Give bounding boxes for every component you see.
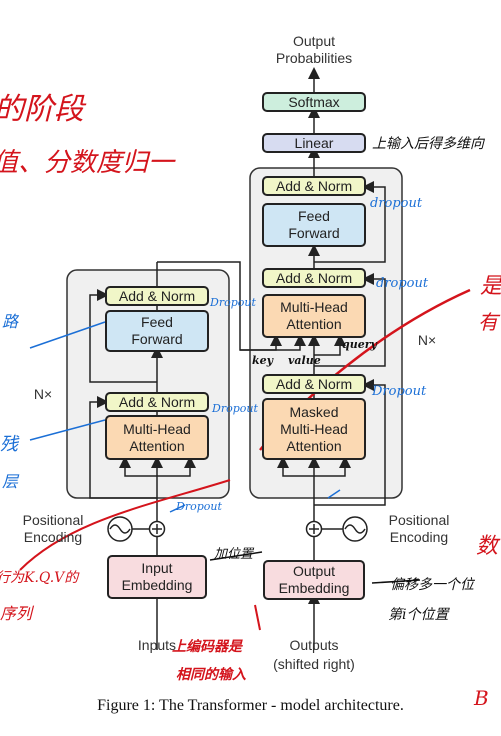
inputs-label: Inputs	[137, 637, 177, 653]
output-probabilities-label: Output Probabilities	[275, 33, 353, 66]
annotation-blue-dropout-4: Dropout	[210, 296, 256, 309]
decoder-add-norm-1: Add & Norm	[262, 374, 366, 394]
annotation-blue-dropout-2: dropout	[376, 276, 429, 291]
annotation-blue-dropout-3: Dropout	[372, 384, 427, 399]
decoder-add-norm-2: Add & Norm	[262, 268, 366, 288]
annotation-blue-left-3: 层	[2, 472, 19, 491]
annotation-blue-dropout-1: dropout	[370, 196, 423, 211]
encoder-feed-forward: Feed Forward	[105, 310, 209, 352]
encoder-add-norm-1: Add & Norm	[105, 392, 209, 412]
decoder-cross-attention: Multi-Head Attention	[262, 294, 366, 338]
annotation-red-bottom-center-1: 上编码器是	[172, 639, 242, 655]
softmax-box: Softmax	[262, 92, 366, 112]
annotation-red-left-mid-2: 行为K.Q.V的	[0, 570, 79, 586]
figure-caption: Figure 1: The Transformer - model archit…	[97, 697, 404, 714]
annotation-hidden-state: 加位置	[214, 547, 254, 562]
linear-box: Linear	[262, 133, 366, 153]
decoder-feed-forward: Feed Forward	[262, 203, 366, 247]
annotation-key: key	[252, 354, 274, 367]
decoder-positional-encoding-label: Positional Encoding	[388, 512, 450, 545]
input-embedding-box: Input Embedding	[107, 555, 207, 599]
annotation-red-right-1: 是	[480, 274, 501, 299]
outputs-label: Outputs	[289, 637, 339, 653]
annotation-red-right-3: 数	[476, 534, 499, 559]
annotation-blue-left-2: 残	[0, 434, 18, 455]
encoder-positional-encoding-label: Positional Encoding	[22, 512, 84, 545]
annotation-right-note-2: 第i个位置	[388, 607, 449, 623]
annotation-red-top-left-1: 的阶段	[0, 92, 84, 127]
annotation-blue-dropout-5: Dropout	[212, 402, 258, 415]
annotation-blue-left-1: 路	[2, 312, 19, 331]
encoder-multi-head-attention: Multi-Head Attention	[105, 415, 209, 460]
annotation-red-bottom-right: B	[474, 686, 489, 710]
annotation-value: value	[288, 354, 321, 367]
shifted-right-label: (shifted right)	[273, 656, 355, 672]
annotation-red-bottom-center-2: 相同的输入	[176, 667, 246, 683]
annotation-red-top-left-2: 值、分数度归一	[0, 148, 175, 178]
encoder-nx-label: N×	[33, 386, 53, 402]
annotation-query: query	[342, 338, 377, 351]
annotation-blue-dropout-6: Dropout	[176, 500, 222, 513]
annotation-right-note-1: 偏移多一个位	[390, 577, 474, 593]
annotation-linear-note: 上输入后得多维向	[372, 136, 484, 152]
decoder-masked-attention: Masked Multi-Head Attention	[262, 398, 366, 460]
decoder-add-norm-3: Add & Norm	[262, 176, 366, 196]
annotation-red-left-mid-1: 序列	[0, 604, 33, 623]
encoder-add-norm-2: Add & Norm	[105, 286, 209, 306]
annotation-red-right-2: 有	[478, 310, 498, 334]
output-embedding-box: Output Embedding	[263, 560, 365, 600]
decoder-nx-label: N×	[417, 332, 437, 348]
